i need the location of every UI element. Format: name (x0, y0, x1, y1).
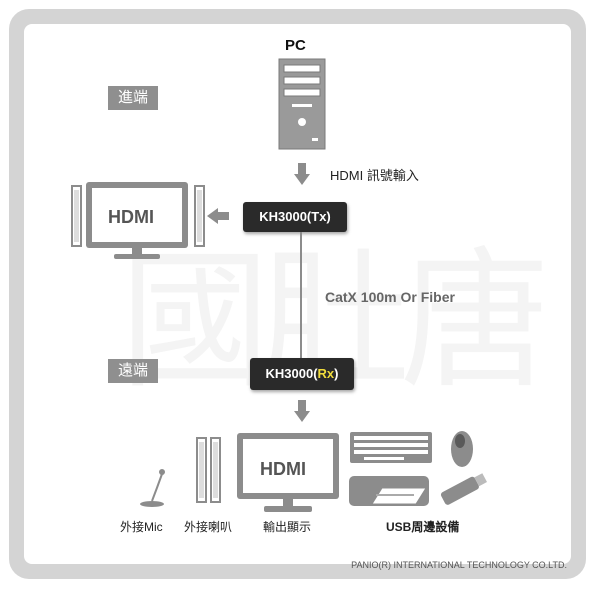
cable-line (300, 232, 302, 358)
printer-icon (349, 476, 429, 506)
tx-unit-box: KH3000(Tx) (243, 202, 347, 232)
local-monitor-screen-text: HDMI (108, 207, 154, 227)
mic-label: 外接Mic (120, 520, 163, 534)
output-monitor-icon (237, 433, 339, 512)
arrow-left-icon (207, 208, 229, 224)
footer-text: PANIO(R) INTERNATIONAL TECHNOLOGY CO.LTD… (351, 560, 567, 570)
arrow-down-icon (294, 400, 310, 422)
arrow-down-icon (294, 163, 310, 185)
local-end-tag: 進端 (108, 86, 159, 110)
rx-box-suffix: ) (334, 366, 339, 381)
output-monitor-screen-text: HDMI (260, 459, 306, 479)
cable-label: CatX 100m Or Fiber (325, 289, 455, 305)
rx-box-prefix: KH3000( (265, 366, 318, 381)
rx-box-highlight: Rx (317, 366, 335, 381)
speaker-icon (196, 437, 221, 503)
local-monitor-with-speakers-icon (71, 182, 205, 259)
keyboard-icon (350, 432, 432, 463)
rx-unit-box: KH3000(Rx) (250, 358, 354, 390)
usb-drive-icon (440, 473, 488, 505)
pc-label: PC (285, 37, 306, 54)
pc-tower-icon (278, 58, 326, 150)
mouse-icon (451, 431, 473, 467)
display-label: 輸出顯示 (263, 520, 312, 534)
hdmi-input-label: HDMI 訊號輸入 (330, 168, 419, 183)
speaker-label: 外接喇叭 (184, 520, 233, 534)
usb-label: USB周邊設備 (386, 520, 460, 534)
microphone-icon (140, 469, 165, 507)
remote-end-tag: 遠端 (108, 359, 159, 383)
